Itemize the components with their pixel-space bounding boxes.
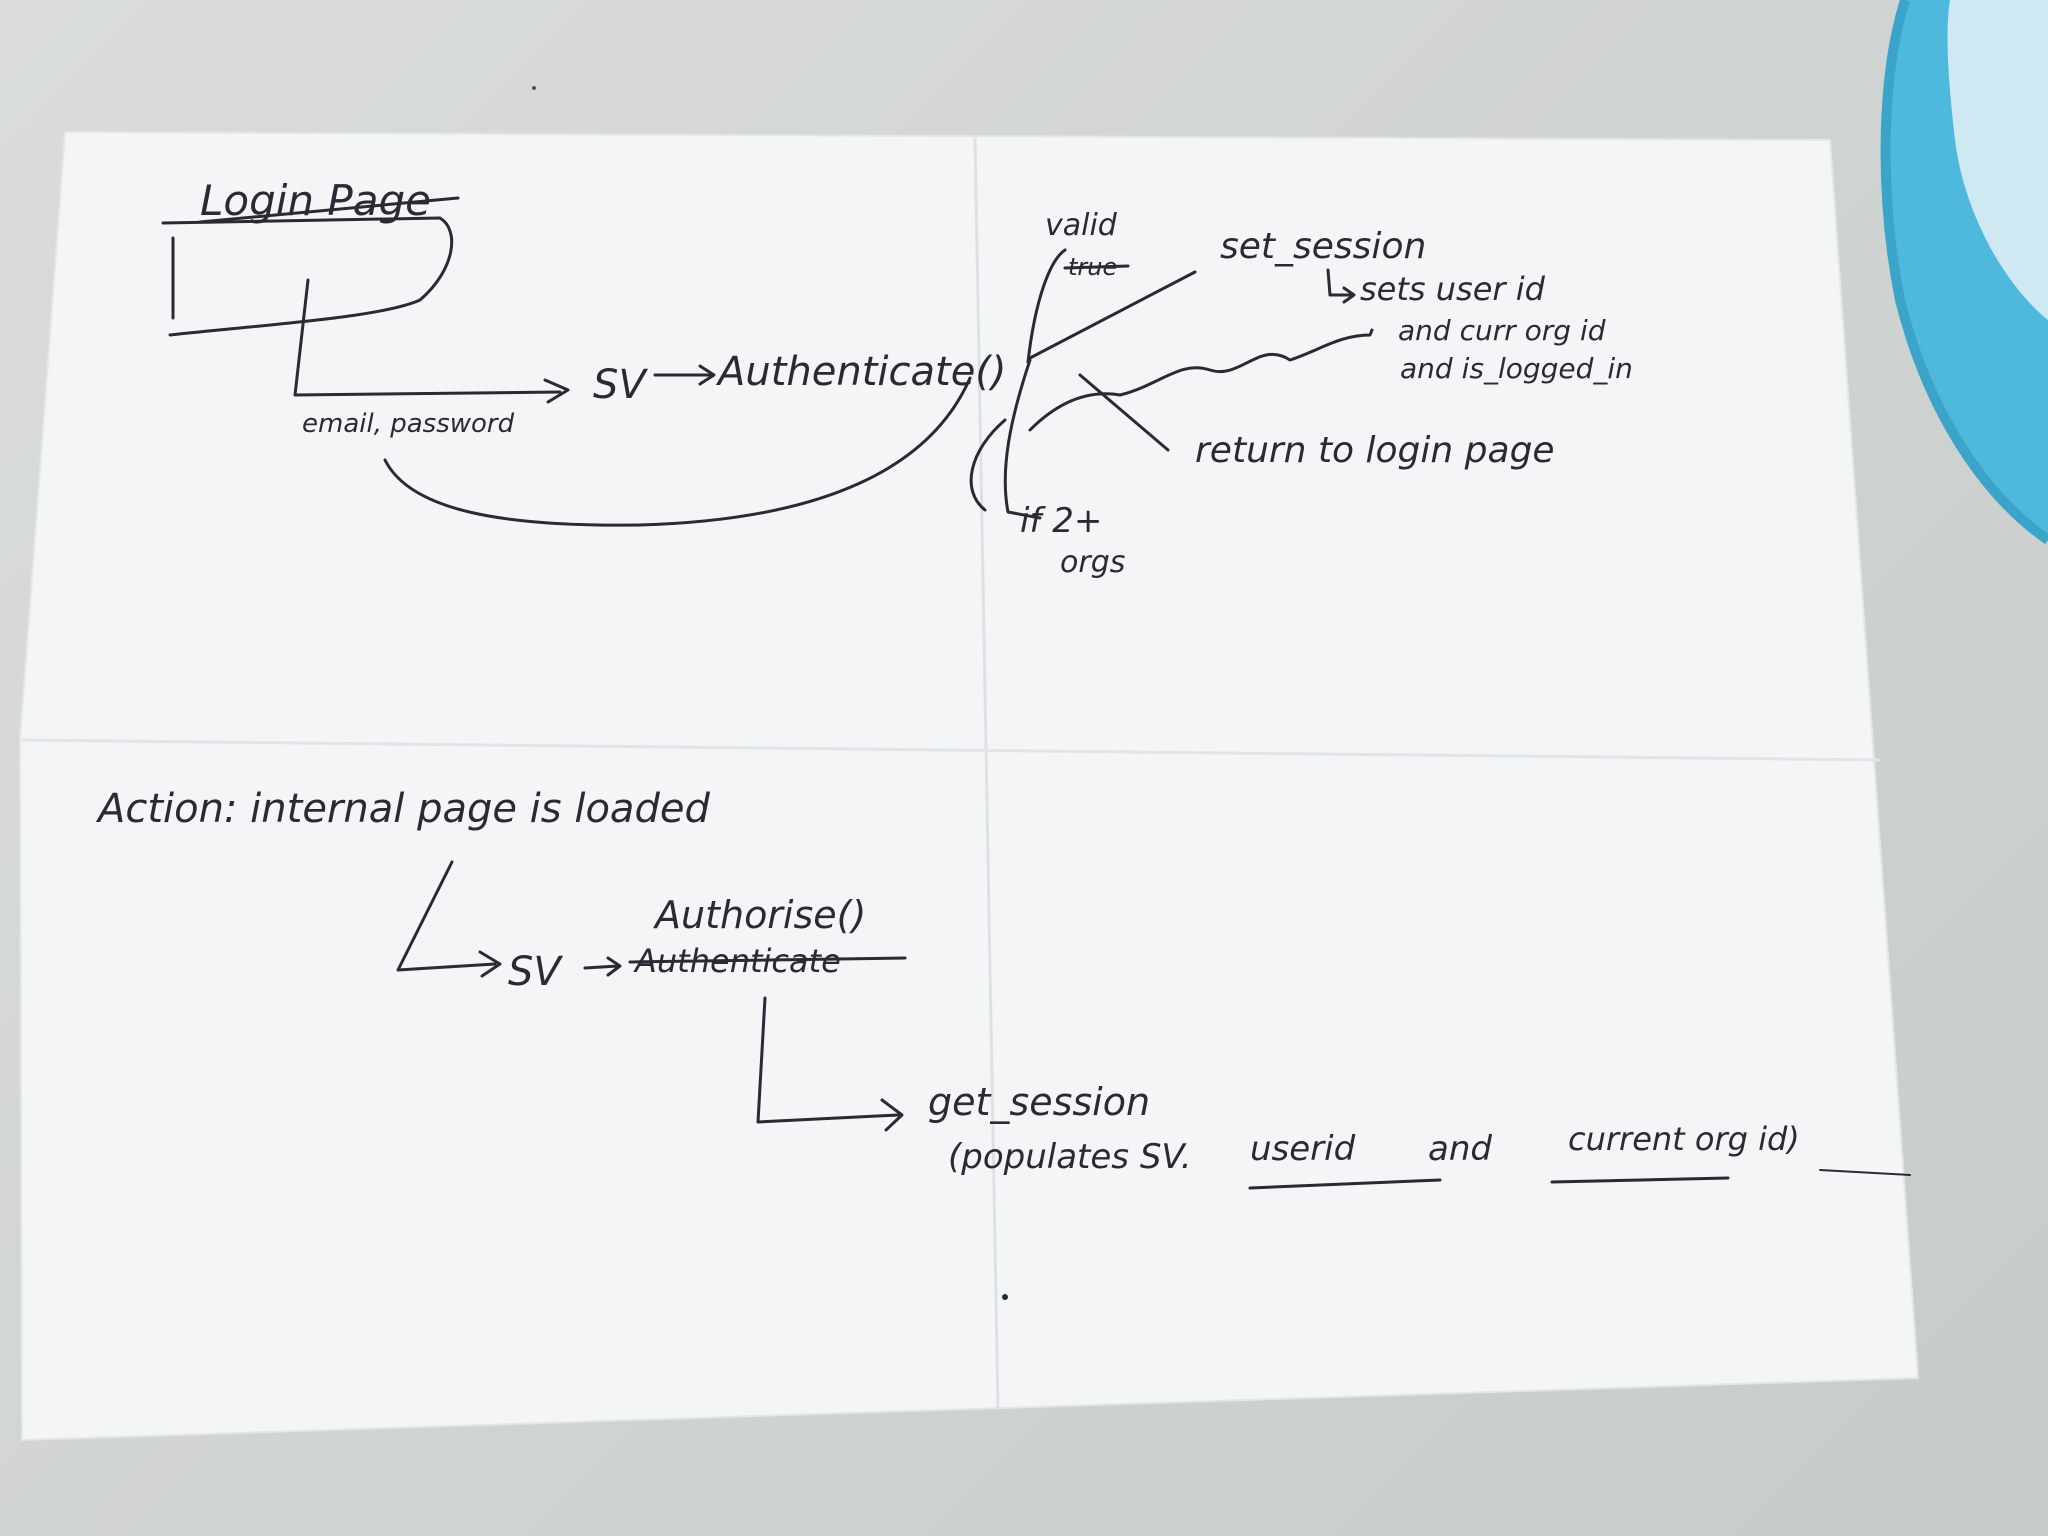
sets-user-id-label: sets user id	[1360, 270, 1546, 308]
ink-dot	[1002, 1294, 1008, 1300]
fold-line-vertical	[973, 137, 1000, 1411]
valid-branch-line	[1026, 248, 1067, 364]
and-curr-org-id-label: and curr org id	[1398, 314, 1606, 347]
current-org-id-label: current org id)	[1568, 1120, 1800, 1158]
action-internal-label: Action: internal page is loaded	[95, 786, 710, 832]
towel	[1880, 0, 2048, 545]
login-page-box	[161, 216, 454, 337]
action-arrowhead	[478, 950, 502, 978]
action-arrow	[396, 860, 497, 972]
paper-sheet	[18, 130, 1920, 1442]
authorise-label: Authorise()	[652, 893, 866, 937]
login-page-label: Login Page	[200, 176, 431, 225]
if-2-orgs-line2: orgs	[1060, 545, 1125, 580]
userid-underline	[1248, 1178, 1442, 1190]
orgs-branch	[1003, 358, 1042, 520]
authenticate-strikethrough	[628, 956, 907, 964]
sv-to-authorise-arrow	[583, 956, 622, 977]
get-session-arrow	[756, 996, 900, 1124]
fold-line-horizontal	[19, 738, 1881, 762]
dust-dot	[532, 86, 536, 90]
set-session-branch	[1028, 270, 1197, 360]
trailing-stroke	[1819, 1169, 1911, 1176]
current-org-id-underline	[1550, 1176, 1730, 1184]
populates-and-label: and	[1428, 1129, 1492, 1169]
valid-label: valid	[1045, 208, 1118, 243]
email-password-label: email, password	[302, 409, 515, 439]
email-arrowhead	[543, 378, 570, 404]
return-to-login-label: return to login page	[1195, 430, 1555, 471]
sv-label-top: SV	[593, 362, 648, 408]
if-2-orgs-line1: if 2+	[1020, 501, 1102, 541]
get-session-label: get_session	[928, 1080, 1150, 1124]
set-session-label: set_session	[1220, 226, 1426, 267]
email-arrow	[293, 278, 562, 397]
userid-label: userid	[1250, 1129, 1356, 1169]
sv-label-bottom: SV	[508, 949, 563, 995]
login-page-underline	[198, 196, 460, 224]
authenticate-label: Authenticate()	[715, 349, 1007, 395]
sv-to-authenticate-arrow	[653, 364, 716, 386]
true-strikethrough	[1063, 264, 1130, 270]
orgs-scribble	[969, 418, 1007, 512]
and-is-logged-in-label: and is_logged_in	[1400, 352, 1633, 385]
populates-prefix-label: (populates SV.	[948, 1137, 1192, 1177]
return-branch	[1078, 373, 1170, 452]
get-session-arrowhead	[880, 1098, 904, 1132]
scribble-out-line	[1028, 328, 1374, 432]
return-loop-arrow	[383, 376, 972, 527]
sets-user-id-arrow	[1326, 268, 1356, 304]
